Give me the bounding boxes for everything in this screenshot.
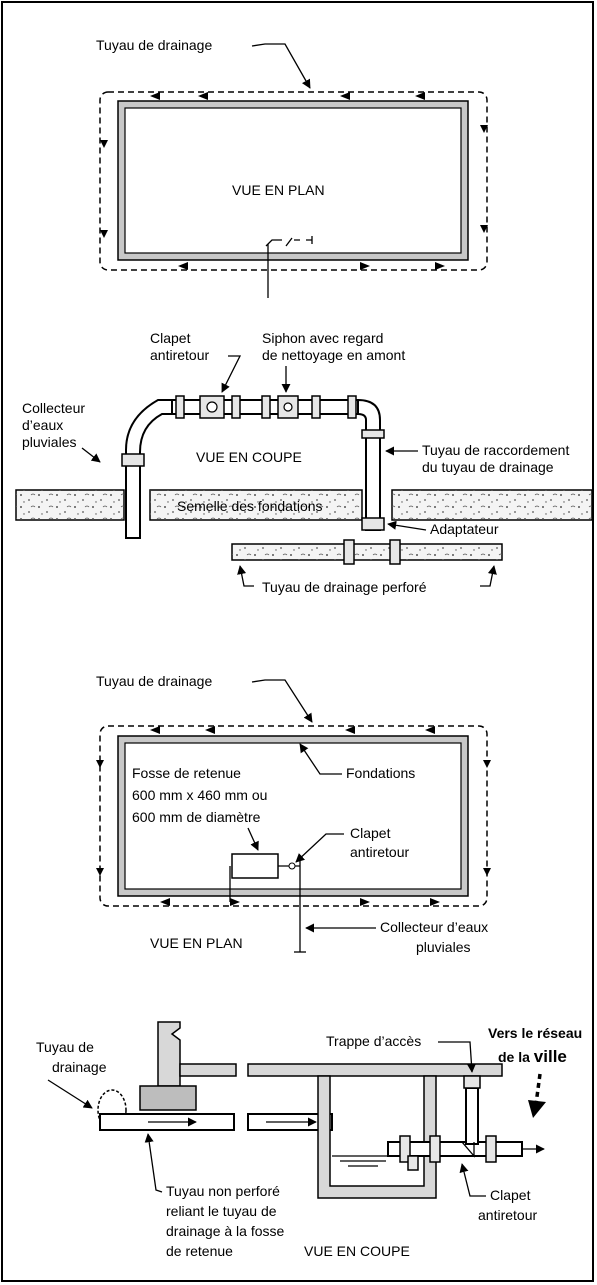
view-label-section: VUE EN COUPE — [196, 449, 302, 465]
check-valve-label-5: Clapet — [490, 1187, 531, 1203]
plan-view-2: Tuyau de drainage Fondations Fosse de re… — [96, 673, 491, 955]
collar — [121, 453, 145, 467]
grade-slab — [247, 1063, 503, 1077]
check-valve-label-3: Clapet — [350, 825, 391, 841]
adapter — [361, 517, 385, 531]
check-valve-label-4: antiretour — [350, 844, 409, 860]
pit-label-2: 600 mm x 460 mm ou — [132, 787, 267, 803]
trap-label-1: Siphon avec regard — [262, 330, 383, 346]
drain-pipe-loop — [99, 91, 488, 271]
drain-pipe-loop-2 — [99, 725, 488, 907]
leader-arrow — [144, 1133, 163, 1193]
nonperf-label-2: reliant le tuyau de — [166, 1203, 277, 1219]
retention-pit-section — [317, 1075, 437, 1199]
access-hatch — [463, 1075, 481, 1089]
section-view-2: Tuyau de drainage Trappe d’accès Vers — [36, 1021, 582, 1259]
leader-arrow — [387, 520, 427, 531]
nonperf-label-3: drainage à la fosse — [166, 1223, 285, 1239]
leader-arrow — [251, 43, 311, 89]
access-label: Trappe d’accès — [326, 1033, 421, 1049]
connection-label-1: Tuyau de raccordement — [422, 442, 569, 458]
collector-label-2: d’eaux — [22, 417, 63, 433]
drain-pipe-label: Tuyau de drainage — [96, 37, 212, 53]
check-valve-label-6: antiretour — [478, 1207, 537, 1223]
leader-arrow — [480, 565, 497, 587]
leader-arrow — [251, 679, 313, 723]
leader-arrow — [221, 355, 242, 393]
leader-arrow — [295, 833, 344, 863]
leader-arrow — [237, 565, 254, 587]
plan-view-1: Tuyau de drainage VUE EN PLAN — [96, 37, 488, 298]
pit-label-1: Fosse de retenue — [132, 765, 241, 781]
leader-arrow — [47, 1079, 93, 1109]
city-arrow — [534, 1073, 542, 1105]
check-valve-symbol — [288, 862, 296, 870]
perforated-label: Tuyau de drainage perforé — [262, 579, 427, 595]
foundation-wall-section — [157, 1021, 181, 1087]
flow-arrows — [100, 92, 488, 270]
foundations-label: Fondations — [346, 765, 415, 781]
leader-arrow — [299, 743, 342, 775]
nonperf-label-1: Tuyau non perforé — [166, 1183, 280, 1199]
pit-symbol — [265, 236, 313, 247]
leader-arrow — [247, 827, 259, 851]
city-label-1: Vers le réseau — [488, 1025, 582, 1041]
check-valve-label-2: antiretour — [150, 347, 209, 363]
check-valve-section — [461, 1141, 475, 1158]
leader-arrow — [81, 447, 101, 463]
nonperf-label-4: de retenue — [166, 1243, 233, 1259]
building-interior — [124, 107, 462, 254]
leader-arrow — [459, 1163, 486, 1197]
collector-label-4: Collecteur d’eaux — [380, 919, 488, 935]
leader-arrow — [438, 1041, 476, 1073]
retention-pit — [231, 853, 279, 879]
section-view-1: Clapet antiretour Siphon avec regard de … — [15, 330, 593, 595]
adapter-label: Adaptateur — [430, 521, 499, 537]
collector-label-5: pluviales — [416, 939, 470, 955]
check-valve-label-1: Clapet — [150, 330, 191, 346]
footing-label: Semelle des fondations — [177, 498, 323, 514]
collector-label-1: Collecteur — [22, 400, 85, 416]
view-label-plan: VUE EN PLAN — [232, 182, 325, 198]
drain-label-4a: Tuyau de — [36, 1039, 94, 1055]
view-label-section-2: VUE EN COUPE — [304, 1243, 410, 1259]
connection-label-2: du tuyau de drainage — [422, 459, 554, 475]
pit-label-3: 600 mm de diamètre — [132, 809, 261, 825]
city-label-2: de la ville — [498, 1047, 567, 1066]
footing-section — [139, 1085, 197, 1111]
access-riser — [465, 1087, 479, 1145]
collector-label-3: pluviales — [22, 434, 76, 450]
drain-label-4b: drainage — [52, 1059, 107, 1075]
city-label-2b: ville — [534, 1047, 567, 1066]
view-label-plan-2: VUE EN PLAN — [150, 935, 243, 951]
flow-arrows-2 — [96, 726, 491, 906]
floor-slab — [179, 1063, 237, 1077]
drain-pipe-label-2: Tuyau de drainage — [96, 673, 212, 689]
city-label-2a: de la — [498, 1049, 534, 1065]
trap-label-2: de nettoyage en amont — [262, 347, 405, 363]
